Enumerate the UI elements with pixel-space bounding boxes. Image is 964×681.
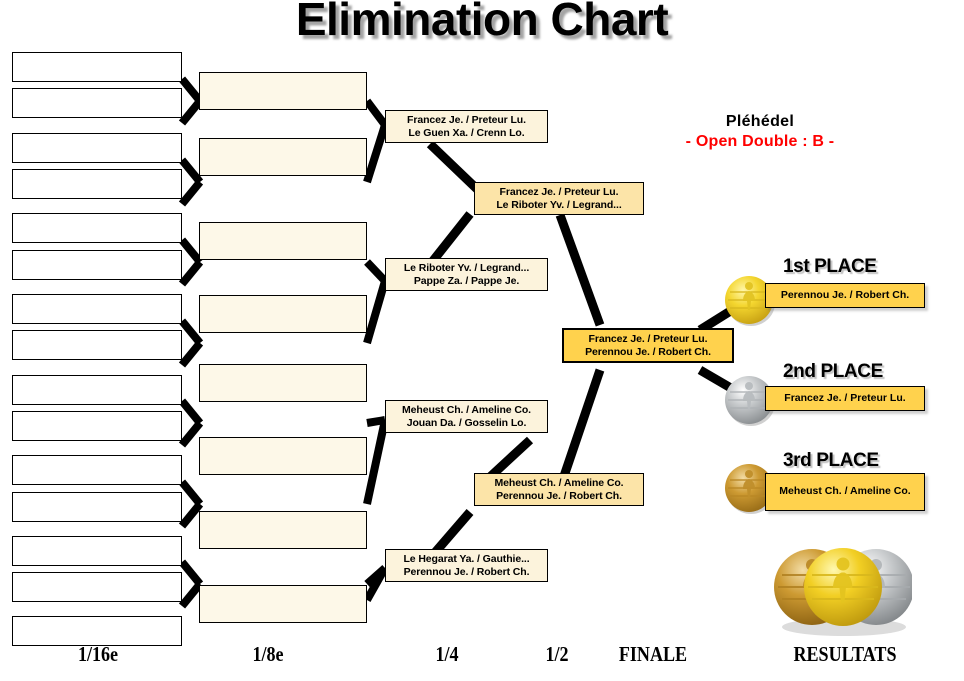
match-team-line: Francez Je. / Preteur Lu.	[588, 332, 708, 345]
match-team-line: Meheust Ch. / Ameline Co.	[494, 476, 624, 489]
match-team-line: Le Riboter Yv. / Legrand...	[496, 198, 622, 211]
match-team-line: Jouan Da. / Gosselin Lo.	[406, 416, 527, 429]
first-place-label: 1st PLACE	[783, 256, 877, 277]
match-team-line: Le Hegarat Ya. / Gauthie...	[403, 552, 530, 565]
semifinal-match-box[interactable]: Meheust Ch. / Ameline Co. Perennou Je. /…	[474, 473, 644, 506]
page-title: Elimination Chart	[295, 0, 669, 45]
match-team-line: Le Riboter Yv. / Legrand...	[403, 261, 530, 274]
round-of-16-slot[interactable]	[12, 294, 182, 324]
round-label-1-4: 1/4	[435, 642, 459, 666]
round-label-resultats: RESULTATS	[793, 642, 897, 666]
round-of-16-slot[interactable]	[12, 133, 182, 163]
medal-cluster-icon	[774, 548, 912, 636]
match-team-line: Perennou Je. / Robert Ch.	[496, 489, 622, 502]
round-of-16-slot[interactable]	[12, 492, 182, 522]
round-of-16-slot[interactable]	[12, 375, 182, 405]
quarterfinal-match-box[interactable]: Francez Je. / Preteur Lu. Le Guen Xa. / …	[385, 110, 548, 143]
round-of-16-slot[interactable]	[12, 213, 182, 243]
round-of-8-slot[interactable]	[199, 138, 367, 176]
round-of-16-slot[interactable]	[12, 536, 182, 566]
quarterfinal-match-box[interactable]: Le Hegarat Ya. / Gauthie... Perennou Je.…	[385, 549, 548, 582]
quarterfinal-match-box[interactable]: Meheust Ch. / Ameline Co. Jouan Da. / Go…	[385, 400, 548, 433]
bronze-medal-icon	[725, 464, 775, 514]
round-of-16-slot[interactable]	[12, 455, 182, 485]
semifinal-match-box[interactable]: Francez Je. / Preteur Lu. Le Riboter Yv.…	[474, 182, 644, 215]
event-name: Pléhédel	[725, 113, 795, 130]
round-label-1-8: 1/8e	[252, 642, 284, 666]
round-of-8-slot[interactable]	[199, 72, 367, 110]
third-place-label: 3rd PLACE	[783, 450, 879, 471]
match-team-line: Francez Je. / Preteur Lu.	[407, 113, 526, 126]
match-team-line: Perennou Je. / Robert Ch.	[403, 565, 530, 578]
match-team-line: Meheust Ch. / Ameline Co.	[402, 403, 531, 416]
round-of-8-slot[interactable]	[199, 437, 367, 475]
round-of-8-slot[interactable]	[199, 222, 367, 260]
round-of-8-slot[interactable]	[199, 511, 367, 549]
round-label-1-16: 1/16e	[77, 642, 119, 666]
round-of-16-slot[interactable]	[12, 616, 182, 646]
first-place-result-box[interactable]: Perennou Je. / Robert Ch.	[765, 283, 925, 308]
third-place-result-box[interactable]: Meheust Ch. / Ameline Co.	[765, 473, 925, 511]
round-of-16-slot[interactable]	[12, 330, 182, 360]
round-of-8-slot[interactable]	[199, 585, 367, 623]
event-header: Pléhédel - Open Double : B -	[620, 113, 900, 151]
match-team-line: Perennou Je. / Robert Ch.	[585, 345, 711, 358]
match-team-line: Francez Je. / Preteur Lu.	[499, 185, 619, 198]
match-team-line: Pappe Za. / Pappe Je.	[413, 274, 520, 287]
silver-medal-icon	[725, 376, 775, 426]
round-of-8-slot[interactable]	[199, 364, 367, 402]
round-of-16-slot[interactable]	[12, 169, 182, 199]
event-category: - Open Double : B -	[685, 133, 835, 150]
round-of-16-slot[interactable]	[12, 88, 182, 118]
match-team-line: Le Guen Xa. / Crenn Lo.	[408, 126, 525, 139]
round-label-finale: FINALE	[618, 642, 688, 666]
round-of-8-slot[interactable]	[199, 295, 367, 333]
round-of-16-slot[interactable]	[12, 250, 182, 280]
gold-medal-icon	[725, 276, 775, 326]
round-of-16-slot[interactable]	[12, 411, 182, 441]
second-place-result-box[interactable]: Francez Je. / Preteur Lu.	[765, 386, 925, 411]
second-place-label: 2nd PLACE	[783, 361, 883, 382]
round-of-16-slot[interactable]	[12, 572, 182, 602]
quarterfinal-match-box[interactable]: Le Riboter Yv. / Legrand... Pappe Za. / …	[385, 258, 548, 291]
round-of-16-slot[interactable]	[12, 52, 182, 82]
round-label-1-2: 1/2	[545, 642, 569, 666]
final-match-box[interactable]: Francez Je. / Preteur Lu. Perennou Je. /…	[562, 328, 734, 363]
